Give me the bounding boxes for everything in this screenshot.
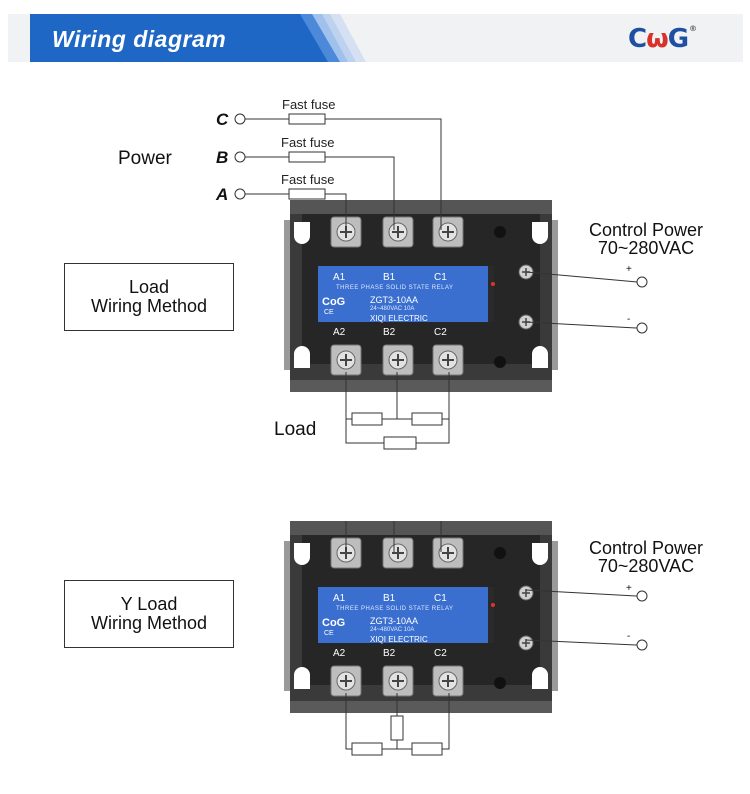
brand-logo: CωG® [628, 24, 697, 54]
control-power-label: Control Power 70~280VAC [576, 539, 716, 575]
relay-model: ZGT3-10AA [370, 295, 419, 305]
relay-brand: CoG [322, 617, 346, 629]
fuse-label-c: Fast fuse [282, 97, 336, 112]
minus-sign: - [627, 631, 631, 642]
plus-sign: + [626, 583, 632, 594]
terminal-a2: A2 [333, 327, 346, 338]
fuse-label-b: Fast fuse [281, 135, 335, 150]
method-label-line2: Wiring Method [90, 613, 208, 633]
terminal-b1: B1 [383, 593, 396, 604]
phase-a-label: A [216, 185, 229, 204]
minus-sign: - [627, 314, 631, 325]
plus-sign: + [626, 264, 632, 275]
relay-ce-mark: CE [324, 630, 334, 637]
method-label-line1: Load [128, 277, 170, 297]
phase-c-label: C [216, 110, 229, 129]
method-label-line2: Wiring Method [90, 296, 208, 316]
control-power-voltage: 70~280VAC [597, 556, 695, 576]
page-title: Wiring diagram [52, 26, 227, 52]
power-label: Power [118, 148, 172, 169]
relay-rating: 24~480VAC 10A [370, 627, 415, 633]
method-label-line1: Y Load [120, 594, 178, 614]
relay-title: THREE PHASE SOLID STATE RELAY [336, 606, 454, 612]
load-wiring-method-box: Load Wiring Method [64, 263, 234, 331]
terminal-b1: B1 [383, 272, 396, 283]
terminal-a2: A2 [333, 648, 346, 659]
control-power-voltage: 70~280VAC [597, 238, 695, 258]
terminal-c2: C2 [434, 327, 447, 338]
relay-title: THREE PHASE SOLID STATE RELAY [336, 285, 454, 291]
y-load-wiring-method-box: Y Load Wiring Method [64, 580, 234, 648]
terminal-c2: C2 [434, 648, 447, 659]
terminal-b2: B2 [383, 327, 396, 338]
relay-model: ZGT3-10AA [370, 616, 419, 626]
control-power-line1: Control Power [588, 220, 704, 240]
terminal-a1: A1 [333, 593, 346, 604]
phase-b-label: B [216, 148, 229, 167]
relay-ce-mark: CE [324, 309, 334, 316]
terminal-b2: B2 [383, 648, 396, 659]
banner-graphic [0, 0, 750, 80]
relay-maker: XIQI ELECTRIC [370, 635, 428, 644]
header-banner: Wiring diagram CωG® [0, 0, 750, 80]
relay-maker: XIQI ELECTRIC [370, 314, 428, 323]
relay-rating: 24~480VAC 10A [370, 306, 415, 312]
terminal-a1: A1 [333, 272, 346, 283]
terminal-c1: C1 [434, 272, 447, 283]
terminal-c1: C1 [434, 593, 447, 604]
control-power-label: Control Power 70~280VAC [576, 221, 716, 257]
load-label: Load [274, 419, 317, 440]
fuse-label-a: Fast fuse [281, 172, 335, 187]
relay-brand: CoG [322, 296, 346, 308]
control-power-line1: Control Power [588, 538, 704, 558]
